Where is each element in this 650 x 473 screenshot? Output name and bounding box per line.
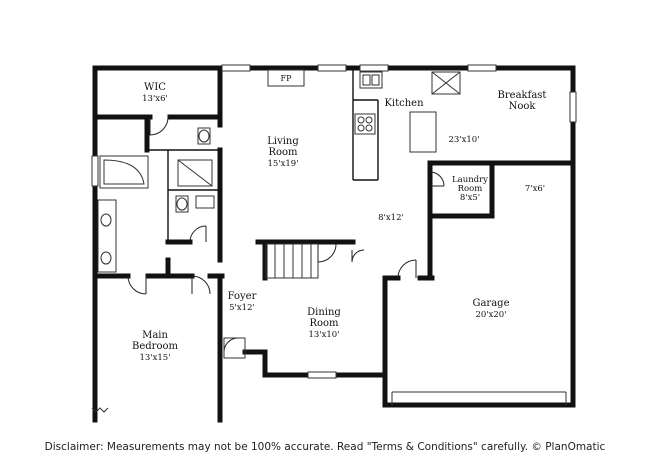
windows (91, 64, 577, 379)
living-name-line1: Living (267, 136, 299, 147)
foyer-dims: 5'x12' (229, 303, 255, 313)
bedroom-name-line1: Main (142, 330, 168, 341)
staircase (265, 243, 365, 279)
breakfast-name-line2: Nook (509, 101, 537, 112)
kitchen-dims: 23'x10' (448, 135, 479, 145)
laundry-name-line2: Room (458, 184, 483, 194)
laundry-name-line1: Laundry (452, 175, 488, 185)
disclaimer-text: Disclaimer: Measurements may not be 100%… (44, 441, 606, 453)
doors (127, 116, 445, 359)
laundry-dims: 8'x5' (460, 193, 480, 203)
bedroom-name-line2: Bedroom (132, 341, 178, 352)
dining-name-line1: Dining (307, 307, 341, 318)
kitchen-name: Kitchen (384, 98, 424, 109)
living-name-line2: Room (268, 147, 298, 158)
hall-dims: 8'x12' (378, 213, 404, 223)
fireplace-label: FP (281, 74, 293, 83)
garage-name: Garage (472, 298, 509, 309)
bedroom-dims: 13'x15' (139, 353, 170, 363)
dining-name-line2: Room (309, 318, 339, 329)
breakfast-name-line1: Breakfast (498, 90, 547, 101)
foyer-name: Foyer (228, 291, 257, 302)
garage-dims: 20'x20' (475, 310, 506, 320)
storage-dims: 7'x6' (525, 184, 545, 194)
living-dims: 15'x19' (267, 159, 298, 169)
wic-name: WIC (144, 82, 166, 93)
fixtures (91, 69, 567, 413)
wic-dims: 13'x6' (142, 94, 168, 104)
room-labels: WIC 13'x6' FP Living Room 15'x19' Kitche… (132, 74, 546, 363)
dining-dims: 13'x10' (308, 330, 339, 340)
